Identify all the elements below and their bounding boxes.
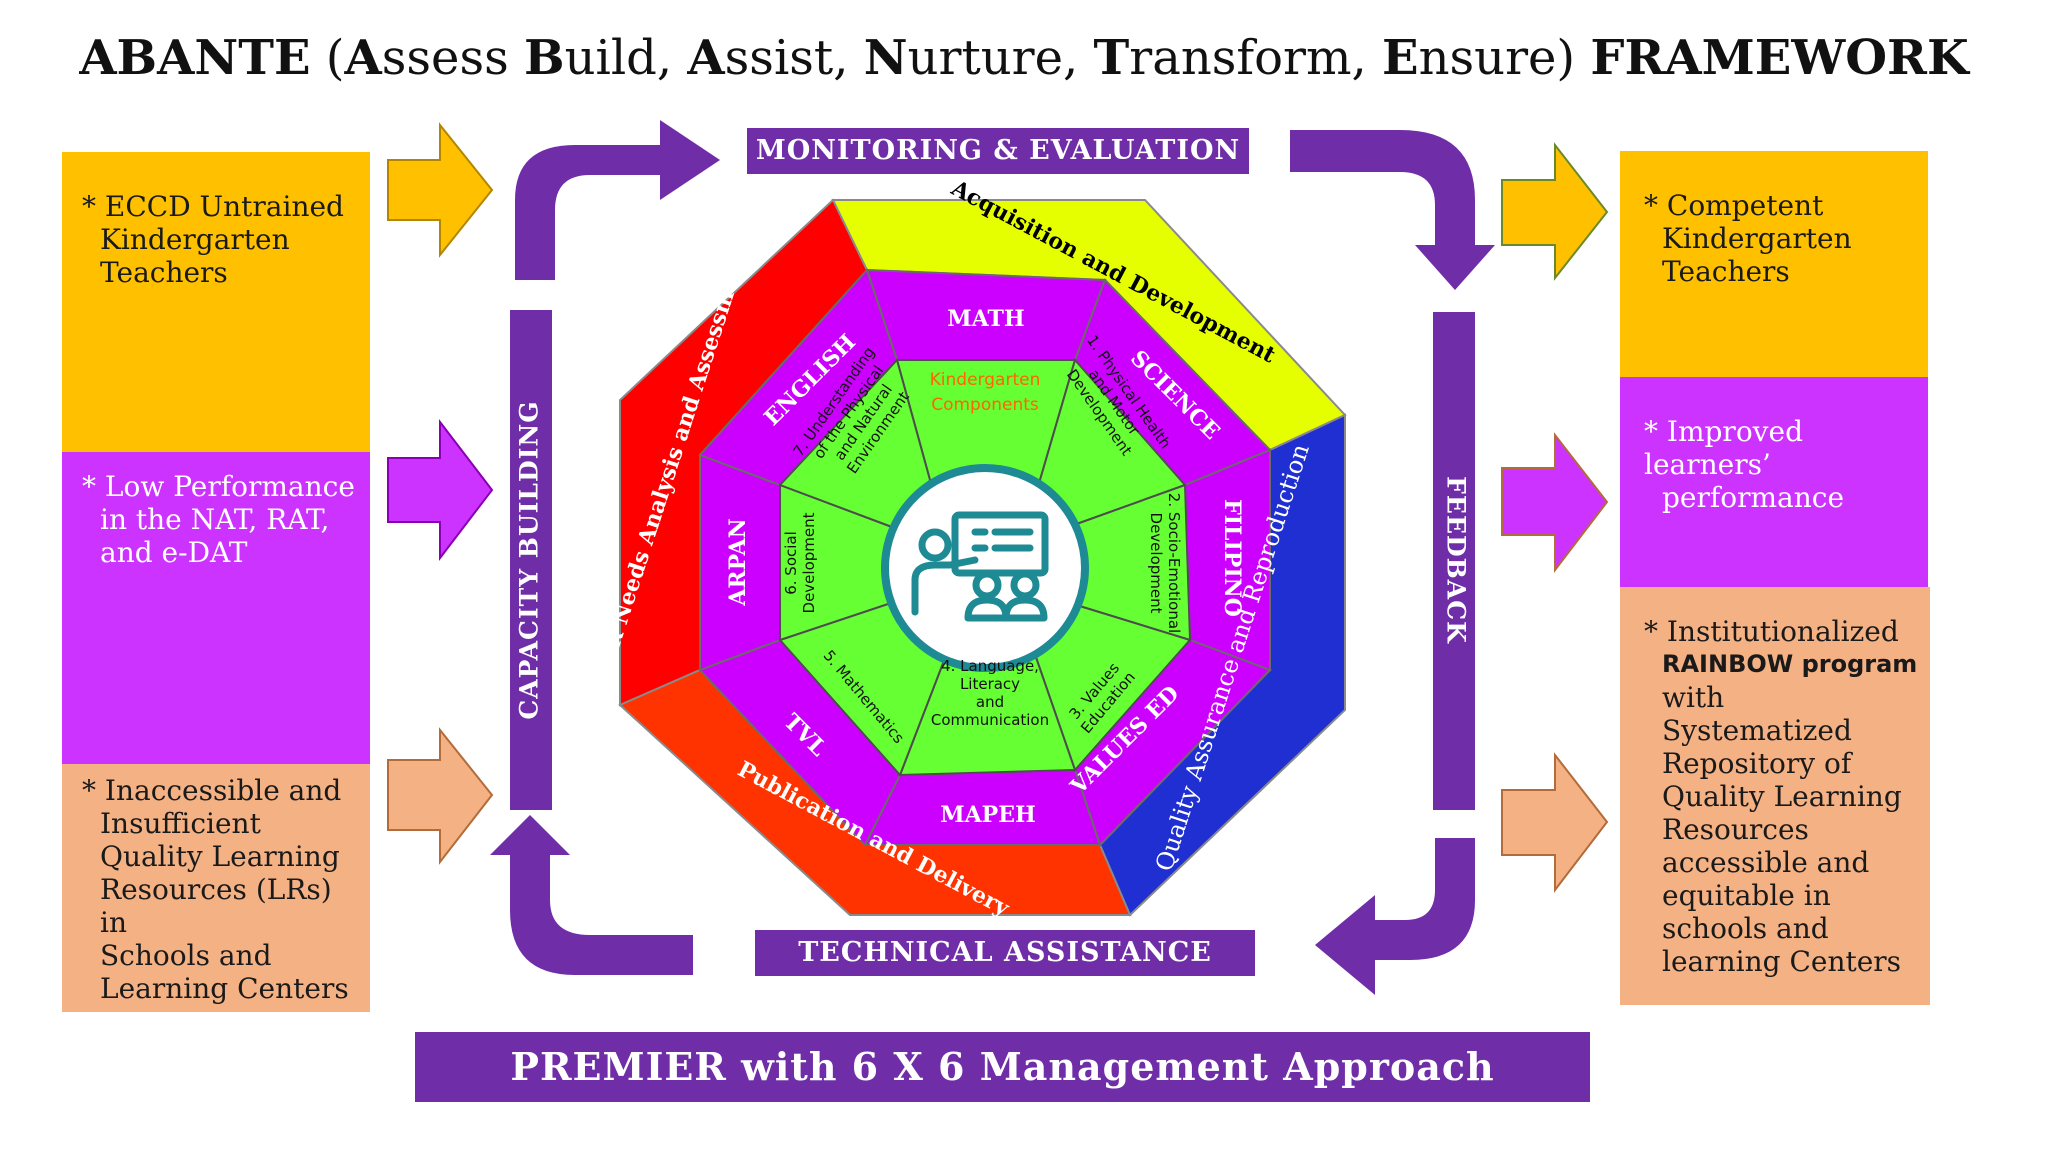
subject-label-math: MATH bbox=[947, 306, 1024, 332]
monitoring-evaluation-banner: MONITORING & EVALUATION bbox=[747, 128, 1249, 174]
box-text: * Improved learners’performance bbox=[1634, 415, 1918, 514]
footer-label: PREMIER with 6 X 6 Management Approach bbox=[510, 1044, 1495, 1089]
title-acronym-word: ransform, bbox=[1129, 30, 1383, 86]
center-label-line1: Kindergarten bbox=[930, 370, 1041, 390]
box-line: * Improved learners’ bbox=[1644, 415, 1803, 481]
box-line: Learning Centers bbox=[100, 972, 349, 1005]
input-arrow-2 bbox=[387, 419, 494, 561]
title-acronym-letter: N bbox=[863, 30, 908, 86]
component-ring bbox=[778, 357, 1192, 777]
capacity-building-label: CAPACITY BUILDING bbox=[515, 400, 544, 719]
box-line: RAINBOW program bbox=[1662, 650, 1918, 678]
box-line: * Institutionalized bbox=[1644, 615, 1899, 648]
box-line: Kindergarten bbox=[1662, 222, 1852, 255]
arrow-capacity-to-monitoring bbox=[515, 120, 720, 280]
title-acronym-letter: B bbox=[523, 30, 565, 86]
output-arrow-1 bbox=[1501, 142, 1609, 281]
title-acronym-word: ssist, bbox=[724, 30, 864, 86]
title-acronym-word: ssess bbox=[381, 30, 524, 86]
arrow-feedback-to-technical bbox=[1315, 838, 1475, 995]
box-line: * Competent bbox=[1644, 189, 1824, 222]
arrow-technical-to-capacity bbox=[490, 815, 693, 975]
footer-banner: PREMIER with 6 X 6 Management Approach bbox=[415, 1032, 1590, 1102]
box-line: Teachers bbox=[100, 256, 228, 289]
box-line: Insufficient bbox=[100, 807, 261, 840]
box-line: Resources (LRs) in bbox=[100, 873, 332, 939]
subject-label-mapeh: MAPEH bbox=[940, 802, 1036, 828]
technical-assistance-banner: TECHNICAL ASSISTANCE bbox=[755, 930, 1255, 976]
framework-title: ABANTE (Assess Build, Assist, Nurture, T… bbox=[79, 30, 1969, 86]
title-acronym-letter: A bbox=[687, 30, 725, 86]
title-acronym-word: urture, bbox=[907, 30, 1094, 86]
arrow-monitoring-to-feedback bbox=[1290, 130, 1495, 290]
box-line: * Low Performance bbox=[82, 470, 355, 503]
component-label-6: 6. SocialDevelopment bbox=[782, 512, 818, 613]
box-line: Schools and bbox=[100, 939, 272, 972]
capacity-building-bar bbox=[510, 310, 552, 810]
component-label-2: 2. Socio-EmotionalDevelopment bbox=[1147, 493, 1183, 633]
box-line: Teachers bbox=[1662, 255, 1790, 288]
box-line: equitable in bbox=[1662, 879, 1831, 912]
output-box-improved-performance: * Improved learners’performance bbox=[1620, 377, 1928, 587]
box-line: Kindergarten bbox=[100, 223, 290, 256]
input-arrow-3 bbox=[387, 727, 494, 865]
box-line: accessible and bbox=[1662, 846, 1870, 879]
title-suffix: FRAMEWORK bbox=[1590, 30, 1969, 86]
title-acronym-word: uild, bbox=[564, 30, 688, 86]
center-label-line2: Components bbox=[931, 395, 1039, 415]
box-line: Quality Learning bbox=[100, 840, 340, 873]
subject-label-arpan: ARPAN bbox=[725, 518, 751, 606]
input-arrow-1 bbox=[387, 122, 494, 258]
teacher-presentation-icon bbox=[911, 511, 1049, 622]
subject-label-filipino: FILIPINO bbox=[1219, 499, 1245, 617]
box-line: and e-DAT bbox=[100, 536, 248, 569]
box-line: learning Centers bbox=[1662, 945, 1902, 978]
technical-assistance-label: TECHNICAL ASSISTANCE bbox=[798, 937, 1212, 968]
box-line: schools and bbox=[1662, 912, 1829, 945]
title-acronym-letter: E bbox=[1382, 30, 1419, 86]
box-line: Quality Learning bbox=[1662, 780, 1902, 813]
box-line: * Inaccessible and bbox=[82, 774, 342, 807]
box-line: * ECCD Untrained bbox=[82, 190, 344, 223]
box-line: Repository of bbox=[1662, 747, 1852, 780]
title-acronym-word: nsure bbox=[1418, 30, 1557, 86]
title-prefix: ABANTE bbox=[79, 30, 311, 86]
box-line: performance bbox=[1662, 481, 1845, 514]
title-acronym-letter: T bbox=[1093, 30, 1130, 86]
monitoring-evaluation-label: MONITORING & EVALUATION bbox=[755, 135, 1241, 166]
box-line: with Systematized bbox=[1662, 681, 1852, 747]
output-arrow-2 bbox=[1501, 432, 1609, 573]
feedback-label: FEEDBACK bbox=[1442, 476, 1471, 644]
box-line: in the NAT, RAT, bbox=[100, 503, 330, 536]
cycle-arrows bbox=[490, 120, 1495, 995]
box-line: Resources bbox=[1662, 813, 1809, 846]
feedback-bar bbox=[1433, 312, 1475, 810]
title-acronym-letter: A bbox=[344, 30, 382, 86]
output-arrow-3 bbox=[1501, 752, 1609, 893]
